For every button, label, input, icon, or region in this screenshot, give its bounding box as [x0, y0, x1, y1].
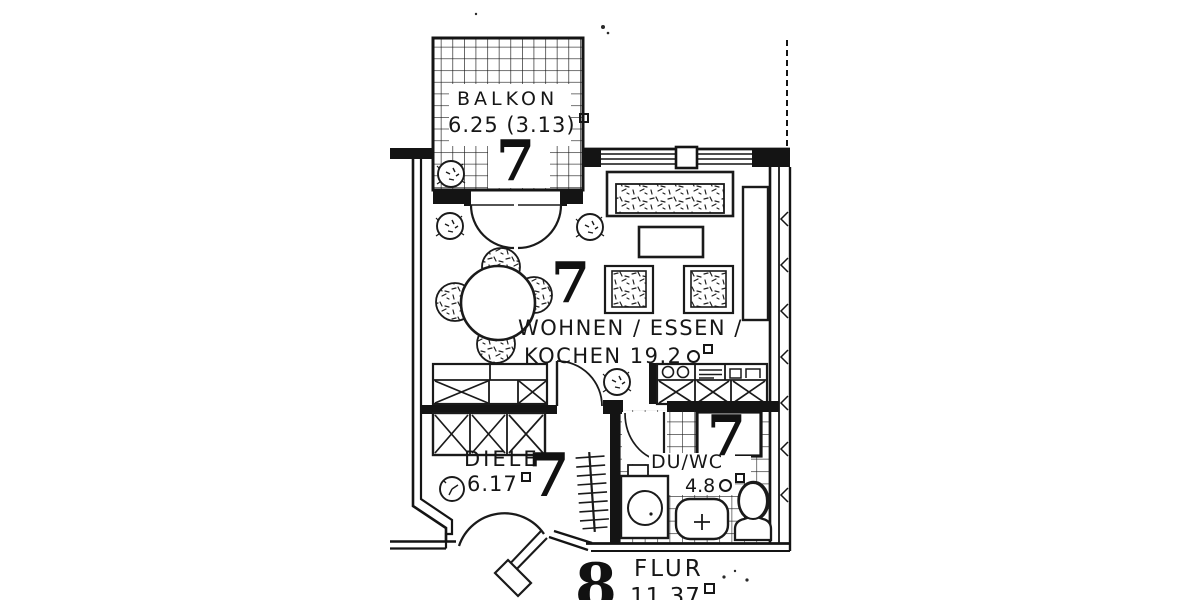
- coffee-table-icon: [637, 225, 705, 259]
- shower-icon: [619, 464, 670, 540]
- balcony-number-patch: [488, 146, 550, 188]
- apartment-number-box: [695, 410, 763, 458]
- door-swing-arc: [469, 204, 515, 250]
- apartment-number-balkon: 7: [496, 128, 535, 194]
- room-name: KOCHEN: [524, 344, 622, 368]
- room-label-duwc: DU/WC: [651, 451, 723, 473]
- armchair-icon: [603, 264, 655, 315]
- interior-door-living-diele: [555, 360, 603, 407]
- toilet-icon: [733, 480, 773, 542]
- scan-speckles: [474, 12, 749, 582]
- area-value: 6.17: [467, 472, 518, 496]
- balcony-label-patch: [449, 84, 571, 146]
- room-area-duwc: 4.8: [685, 473, 746, 497]
- sqm-square-symbol: [702, 344, 713, 354]
- room-area-flur: 11.37: [630, 583, 715, 600]
- armchair-icon: [682, 264, 735, 315]
- apartment-number-wohnen: 7: [551, 250, 590, 316]
- sqm-square-symbol: [578, 113, 589, 123]
- apartment-number-diele: 7: [528, 441, 570, 511]
- wall-segment: [390, 148, 434, 159]
- plant-icon: [602, 368, 632, 396]
- wall-living-diele: [421, 405, 557, 414]
- plant-icon: [436, 160, 466, 188]
- window-glazing-lines: [601, 153, 752, 165]
- door-jamb-block: [493, 558, 533, 598]
- living-room-furniture: [435, 170, 770, 364]
- room-label-flur: FLUR: [634, 556, 704, 582]
- wall-hatching-chevrons: [779, 211, 789, 503]
- room-area-diele: 6.17: [467, 472, 531, 495]
- room-label-wohnen-line2: KOCHEN 19.2: [524, 344, 713, 367]
- door-swing-arc: [457, 512, 545, 547]
- sqm-square-symbol: [703, 583, 715, 594]
- cabinet-x-marks: [434, 414, 544, 454]
- plant-icon: [435, 212, 465, 240]
- door-hinge-post: [560, 190, 567, 206]
- appliance-icon: [729, 368, 742, 379]
- washbasin-icon: [674, 497, 730, 541]
- stove-icon: [699, 369, 722, 379]
- apartment-number-flur: 8: [575, 551, 617, 600]
- sqm-circle-symbol: [719, 479, 733, 492]
- kitchen: [431, 360, 769, 407]
- wall-left-inner: [390, 159, 454, 550]
- wall-segment: [566, 190, 583, 204]
- wall-diagonal-entry: [548, 529, 593, 552]
- room-label-diele: DIELE: [464, 447, 540, 471]
- area-value: 19.2: [629, 344, 683, 368]
- sofa-cushion: [615, 183, 725, 214]
- door-hinge-post: [464, 190, 471, 206]
- wall-duwc-top: [667, 401, 779, 412]
- window-jamb: [583, 149, 601, 167]
- area-value: 6.25 (3.13): [448, 113, 576, 137]
- wardrobe-icon: [431, 411, 547, 457]
- entrance-door: [457, 512, 548, 598]
- kitchen-counter-right: [649, 362, 769, 406]
- hall: [431, 411, 609, 598]
- radiator-icon: [575, 452, 609, 532]
- faucet-cross: [694, 514, 710, 530]
- wall-corner: [752, 149, 790, 167]
- lamp-symbol-icon: [439, 476, 465, 502]
- interior-walls: [421, 400, 779, 544]
- room-area-balkon: 6.25 (3.13): [448, 113, 589, 136]
- sqm-square-symbol: [520, 472, 531, 482]
- room-label-wohnen-line1: WOHNEN / ESSEN /: [518, 316, 743, 340]
- plant-icon: [575, 213, 605, 241]
- sqm-circle-symbol: [686, 350, 700, 363]
- sqm-square-symbol: [735, 473, 746, 483]
- balcony-french-door: [464, 190, 567, 250]
- area-value: 4.8: [685, 475, 716, 497]
- door-swing-arc: [556, 360, 603, 407]
- sink-icon: [661, 365, 690, 379]
- wall-segment: [433, 190, 466, 204]
- cabinet-x-marks: [434, 380, 547, 404]
- apartment-number-duwc: 7: [707, 403, 746, 469]
- dining-table-icon: [459, 264, 537, 342]
- balcony: [431, 36, 585, 192]
- cabinet-x-marks: [658, 380, 766, 404]
- wall-diele-duwc: [610, 410, 620, 544]
- area-value: 11.37: [630, 584, 701, 600]
- counter-end-panel: [649, 363, 657, 404]
- room-label-balkon: BALKON: [457, 88, 559, 110]
- window-mullion: [674, 145, 699, 170]
- cabinet-icon: [741, 185, 770, 322]
- door-swing-arc: [517, 204, 563, 250]
- appliance-icon: [745, 368, 761, 378]
- kitchen-counter-left: [431, 362, 549, 406]
